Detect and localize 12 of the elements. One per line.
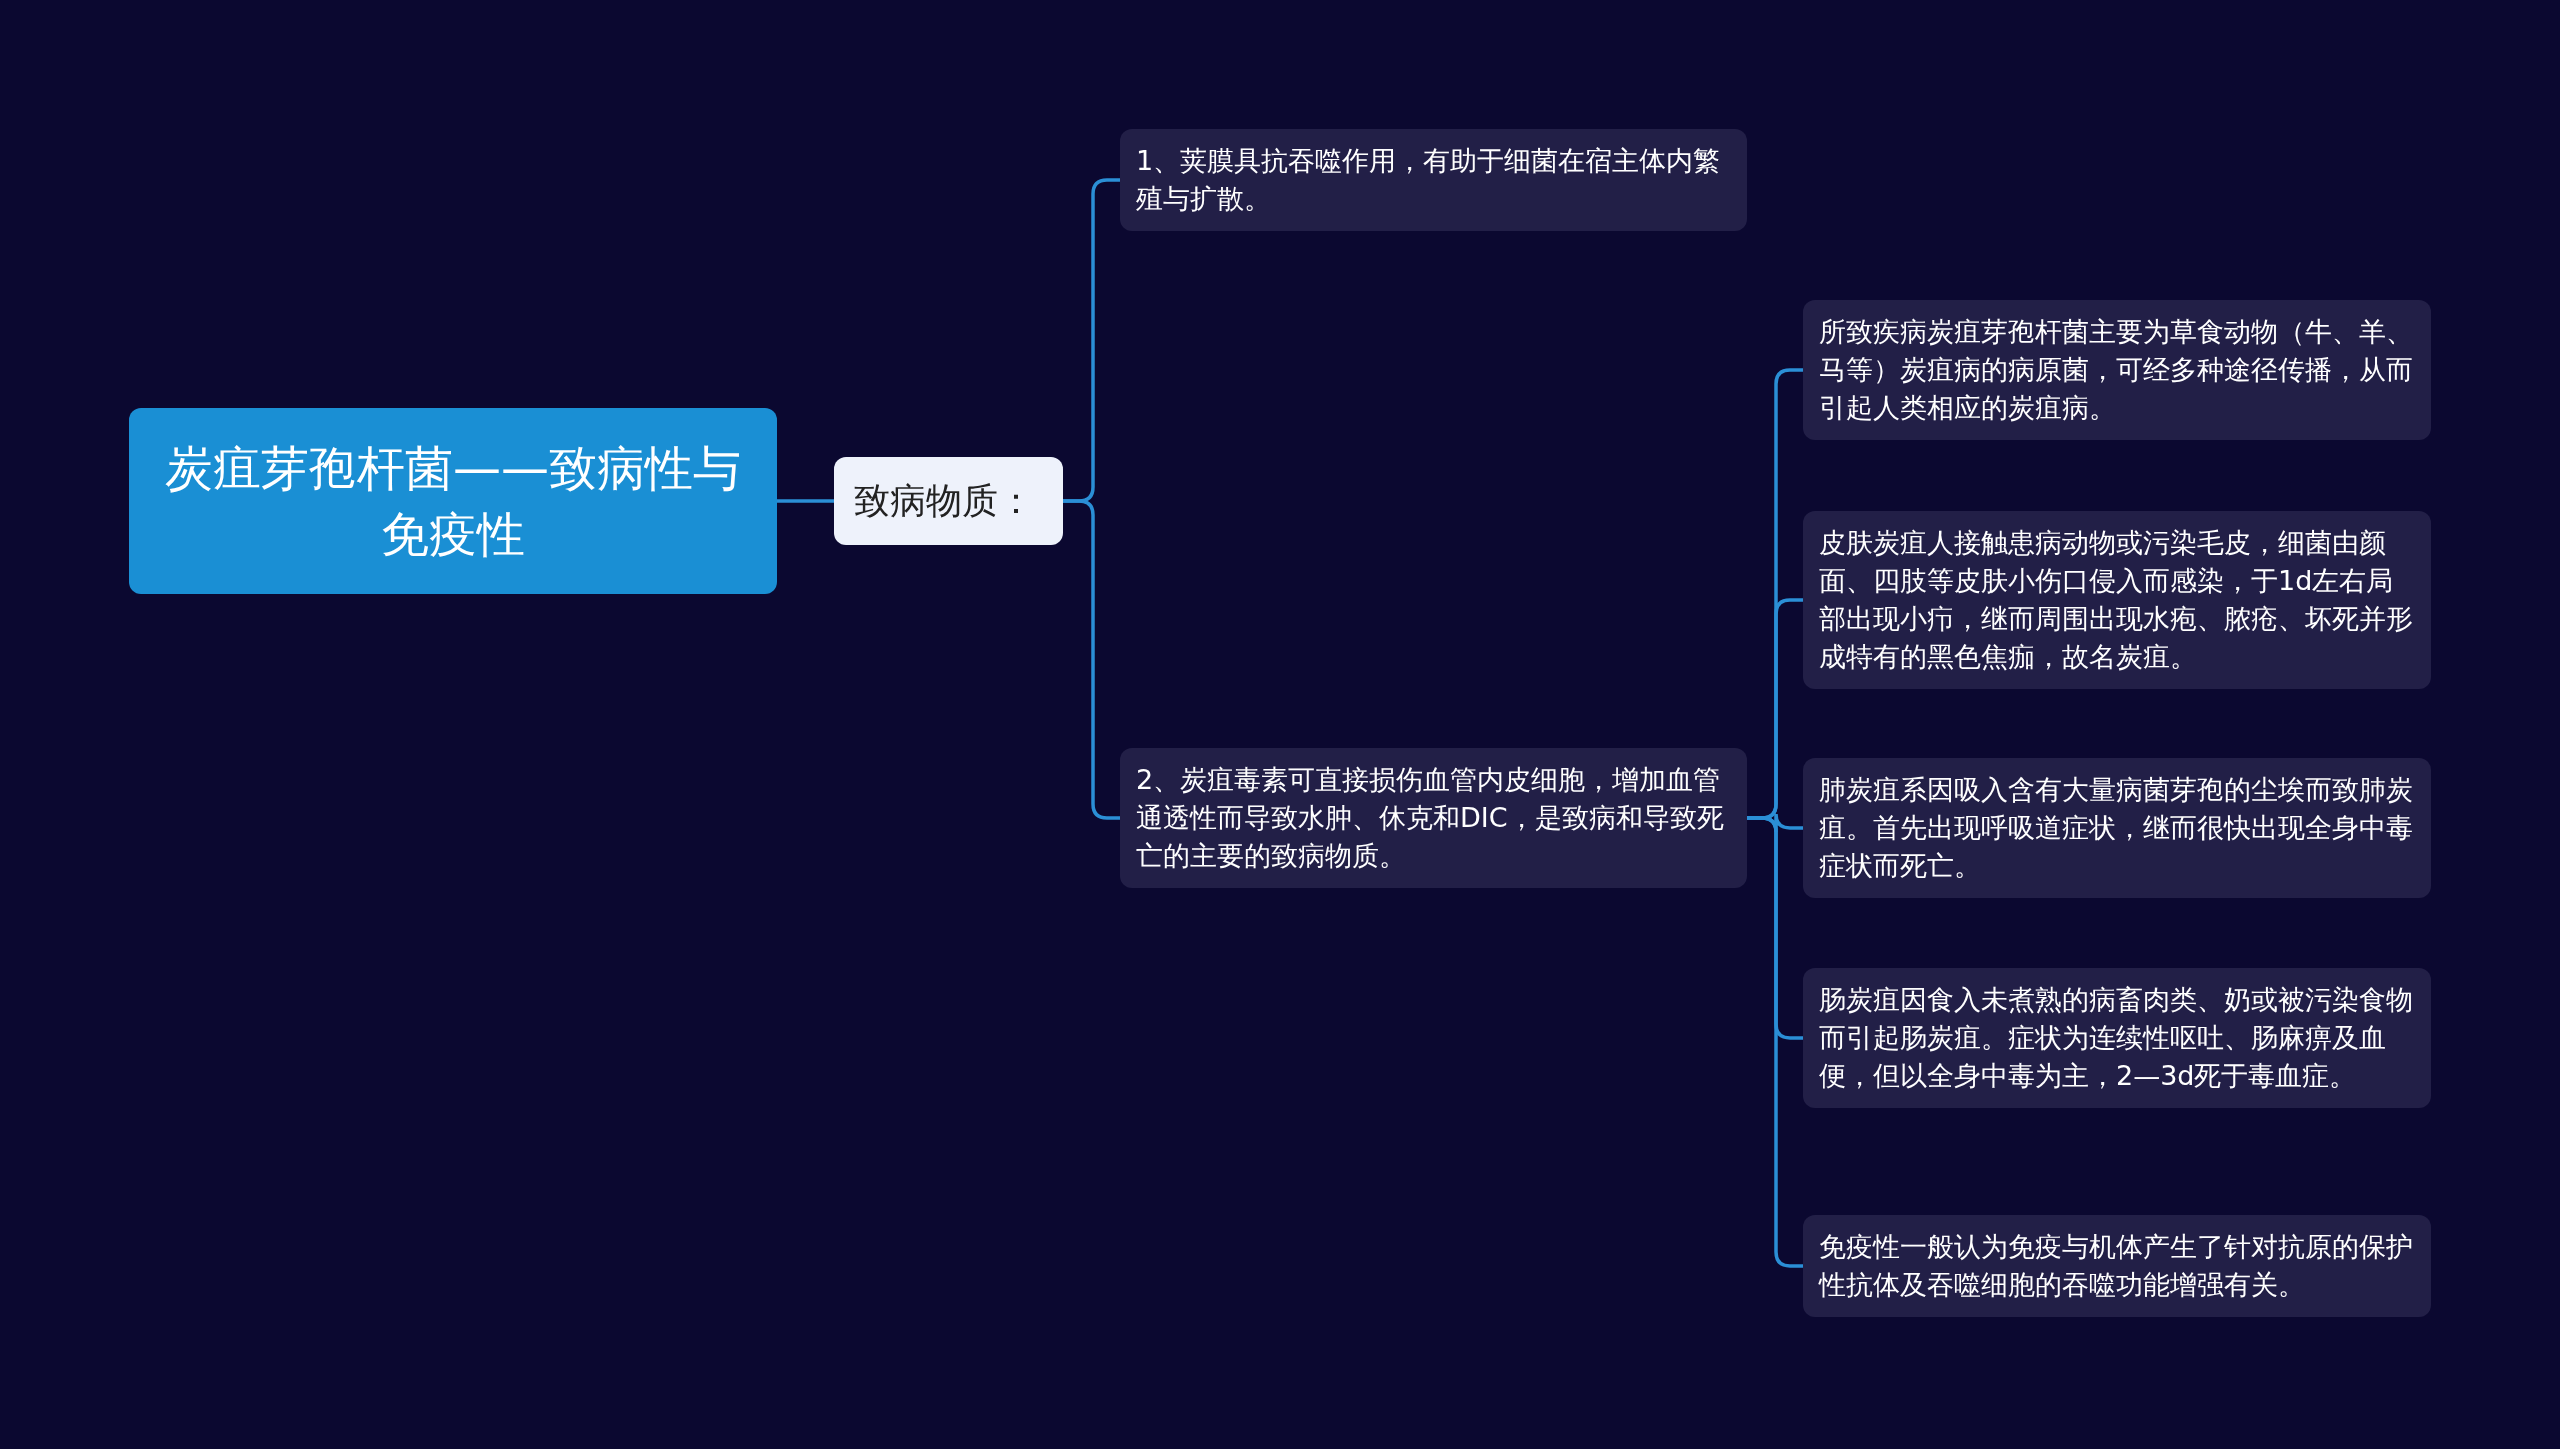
connector-line	[1747, 816, 1803, 1268]
topic-box: 致病物质：	[834, 457, 1063, 545]
topic-box: 肺炭疽系因吸入含有大量病菌芽孢的尘埃而致肺炭疽。首先出现呼吸道症状，继而很快出现全身中毒症状而死亡。	[1803, 758, 2431, 898]
topic-box: 所致疾病炭疽芽孢杆菌主要为草食动物（牛、羊、马等）炭疽病的病原菌，可经多种途径传播，从而引起人类相应的炭疽病。	[1803, 300, 2431, 440]
topic-box: 肠炭疽因食入未煮熟的病畜肉类、奶或被污染食物而引起肠炭疽。症状为连续性呕吐、肠麻痹及血便，但以全身中毒为主，2—3d死于毒血症。	[1803, 968, 2431, 1108]
connector-line	[777, 499, 834, 503]
topic-box: 2、炭疽毒素可直接损伤血管内皮细胞，增加血管通透性而导致水肿、休克和DIC，是致病和导致死亡的主要的致病物质。	[1120, 748, 1747, 888]
topic-box: 免疫性一般认为免疫与机体产生了针对抗原的保护性抗体及吞噬细胞的吞噬功能增强有关。	[1803, 1215, 2431, 1317]
topic-box: 皮肤炭疽人接触患病动物或污染毛皮，细菌由颜面、四肢等皮肤小伤口侵入而感染，于1d左右局部出现小疖，继而周围出现水疱、脓疮、坏死并形成特有的黑色焦痂，故名炭疽。	[1803, 511, 2431, 689]
topic-box: 1、荚膜具抗吞噬作用，有助于细菌在宿主体内繁殖与扩散。	[1120, 129, 1747, 231]
central-topic-box: 炭疽芽孢杆菌——致病性与免疫性	[129, 408, 777, 594]
connector-line	[1063, 499, 1120, 820]
